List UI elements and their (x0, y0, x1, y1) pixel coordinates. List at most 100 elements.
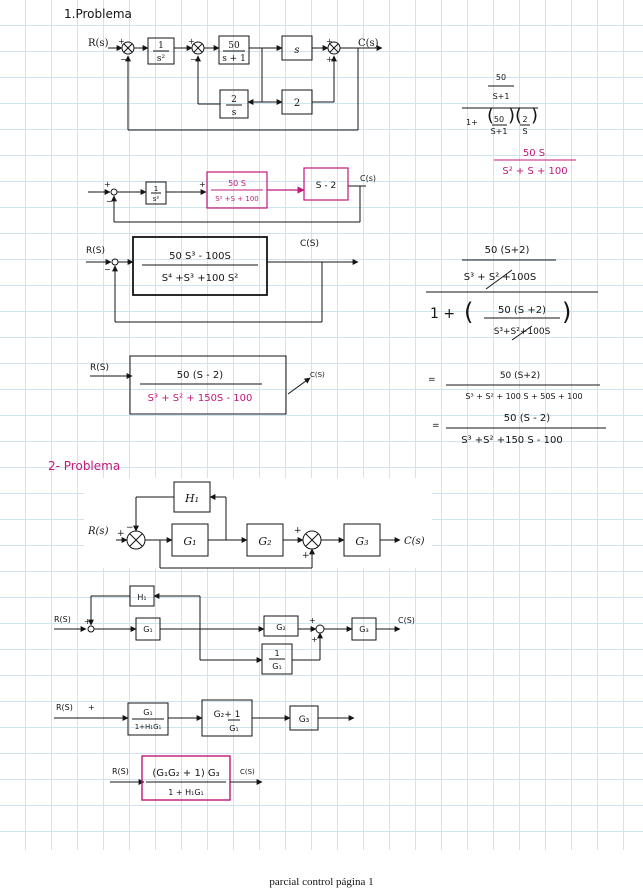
p2-orig-g2: G₂ (258, 535, 271, 548)
p2-step3-b1-num: G₁ (143, 708, 152, 717)
p2-step4-diagram (110, 755, 263, 801)
paren-right: ) (562, 298, 571, 326)
p1-step2-diagram (88, 181, 366, 223)
plus-sign: + (309, 616, 316, 625)
p2-orig-output: C(s) (404, 536, 425, 547)
plus-sign: + (84, 617, 91, 626)
plus-sign: + (326, 37, 333, 46)
p1-block-2s-den: s (232, 108, 237, 118)
plus-sign: + (311, 635, 318, 644)
p1-step4-den: S³ + S² + 150S - 100 (148, 393, 253, 404)
p1-block-inv-s2-num: 1 (158, 41, 164, 51)
minus-sign: − (106, 197, 113, 206)
p1-work-mid-prefix: 1 + (430, 306, 455, 322)
p2-step3-b1-den: 1+H₁G₁ (135, 723, 162, 731)
p2-orig-input: R(s) (87, 526, 109, 537)
paren-right: ) (531, 105, 538, 126)
p1-step2-inv-num: 1 (154, 185, 158, 193)
p2-step4-num: (G₁G₂ + 1) G₃ (152, 768, 219, 779)
p2-step4-den: 1 + H₁G₁ (168, 788, 204, 797)
p1-work-eq1: = (428, 375, 436, 385)
p2-step3-input: R(S) (56, 703, 73, 712)
p2-step3-b2-top: G₂+ 1 (214, 710, 241, 720)
p1-block-s: s (294, 45, 299, 56)
p1-step4-output: C(S) (310, 371, 325, 379)
p2-step4-input: R(S) (112, 767, 129, 776)
p1-work-mid-inner-num: 50 (S +2) (498, 305, 546, 316)
p1-block-50-den: s + 1 (222, 54, 246, 64)
handwritten-notes: 1.Problema R(s) + − (48, 7, 606, 801)
p2-step2-diagram (54, 585, 401, 675)
p1-step4-input: R(S) (90, 363, 109, 373)
plus-sign: + (188, 37, 195, 46)
p1-work-r1-den: S³ + S² + 100 S + 50S + 100 (465, 392, 582, 401)
p1-step2-50s-num: 50 S (228, 179, 246, 188)
p2-step2-inv-num: 1 (274, 649, 279, 658)
p2-step3-diagram (54, 699, 355, 737)
p1-work-r2-den: S³ +S² +150 S - 100 (461, 435, 563, 446)
p2-original-diagram (116, 481, 401, 569)
plus-sign: + (104, 180, 111, 189)
p2-orig-h1: H₁ (184, 492, 199, 505)
minus-sign: − (104, 265, 111, 274)
p2-step2-h1: H₁ (137, 593, 146, 602)
p1-step3-diagram (86, 236, 359, 323)
p1-step2-s2: S - 2 (316, 181, 336, 191)
page-footer: parcial control página 1 (269, 876, 374, 888)
p1-step2-inv-den: s² (153, 195, 160, 203)
p2-step2-inv-den: G₁ (272, 662, 281, 671)
p1-block-50-num: 50 (228, 41, 240, 51)
p2-orig-g1: G₁ (183, 535, 196, 548)
plus-sign: + (118, 37, 125, 46)
p1-step3-input: R(S) (86, 246, 105, 256)
p2-step3-b2-den: G₁ (229, 724, 238, 733)
p1-block-2: 2 (294, 98, 300, 109)
plus-sign: + (326, 55, 333, 64)
p1-work-r2-num: 50 (S - 2) (504, 413, 550, 424)
p1-work-frac-num: 50 (496, 73, 506, 82)
p1-work-frac-den: S+1 (493, 92, 510, 101)
plus-sign: + (294, 526, 302, 536)
p2-step3-b3: G₃ (299, 715, 310, 725)
p1-work-mid-top-num: 50 (S+2) (485, 245, 530, 256)
p1-step3-den: S⁴ +S³ +100 S² (162, 273, 238, 284)
plus-sign: + (199, 180, 206, 189)
p1-work-den-f2-den: S (522, 127, 527, 136)
p2-step2-g1: G₁ (143, 625, 152, 634)
p1-step3-output: C(S) (300, 239, 319, 249)
p1-work-result-den: S² + S + 100 (502, 166, 567, 177)
p1-step2-output: C(s) (360, 174, 376, 183)
p2-step2-g3: G₃ (359, 625, 368, 634)
problem1-title: 1.Problema (64, 7, 132, 21)
minus-sign: − (126, 523, 134, 533)
p2-step2-input: R(S) (54, 615, 71, 624)
p1-step2-block-s2 (303, 167, 349, 201)
problem2-title: 2- Problema (48, 459, 120, 473)
p1-step4-diagram (90, 355, 311, 415)
p1-work-eq2: = (432, 421, 440, 431)
p1-work-mid-inner-den: S³+S²+100S (494, 327, 551, 337)
p1-orig-output: C(s) (358, 38, 379, 49)
minus-sign: − (190, 55, 197, 64)
p1-original-diagram (108, 35, 383, 131)
p1-step3-num: 50 S³ - 100S (169, 251, 231, 262)
paren-left: ( (515, 105, 522, 126)
plus-sign: + (302, 551, 310, 561)
p1-work-mid-top-den: S³ + S² +100S (464, 272, 536, 283)
p1-step4-num: 50 (S - 2) (177, 370, 223, 381)
p1-work-den-f1-den: S+1 (491, 127, 508, 136)
p1-work-r1-num: 50 (S+2) (500, 371, 540, 381)
p1-work-den-prefix: 1+ (466, 118, 478, 127)
p1-work-den-f2-num: 2 (522, 115, 527, 124)
p2-step2-g2: G₂ (276, 623, 285, 632)
p2-step4-output: C(S) (240, 768, 255, 776)
p1-work-result-num: 50 S (523, 148, 545, 159)
plus-sign: + (117, 529, 125, 539)
notebook-page: 1.Problema R(s) + − (0, 0, 643, 850)
p1-step2-50s-den: S² +S + 100 (215, 195, 258, 203)
plus-sign: + (88, 703, 95, 712)
p2-step2-output: C(S) (398, 616, 415, 625)
p1-work-den-f1-num: 50 (494, 115, 504, 124)
p1-block-inv-s2-den: s² (157, 54, 166, 64)
paren-left: ( (464, 298, 473, 326)
